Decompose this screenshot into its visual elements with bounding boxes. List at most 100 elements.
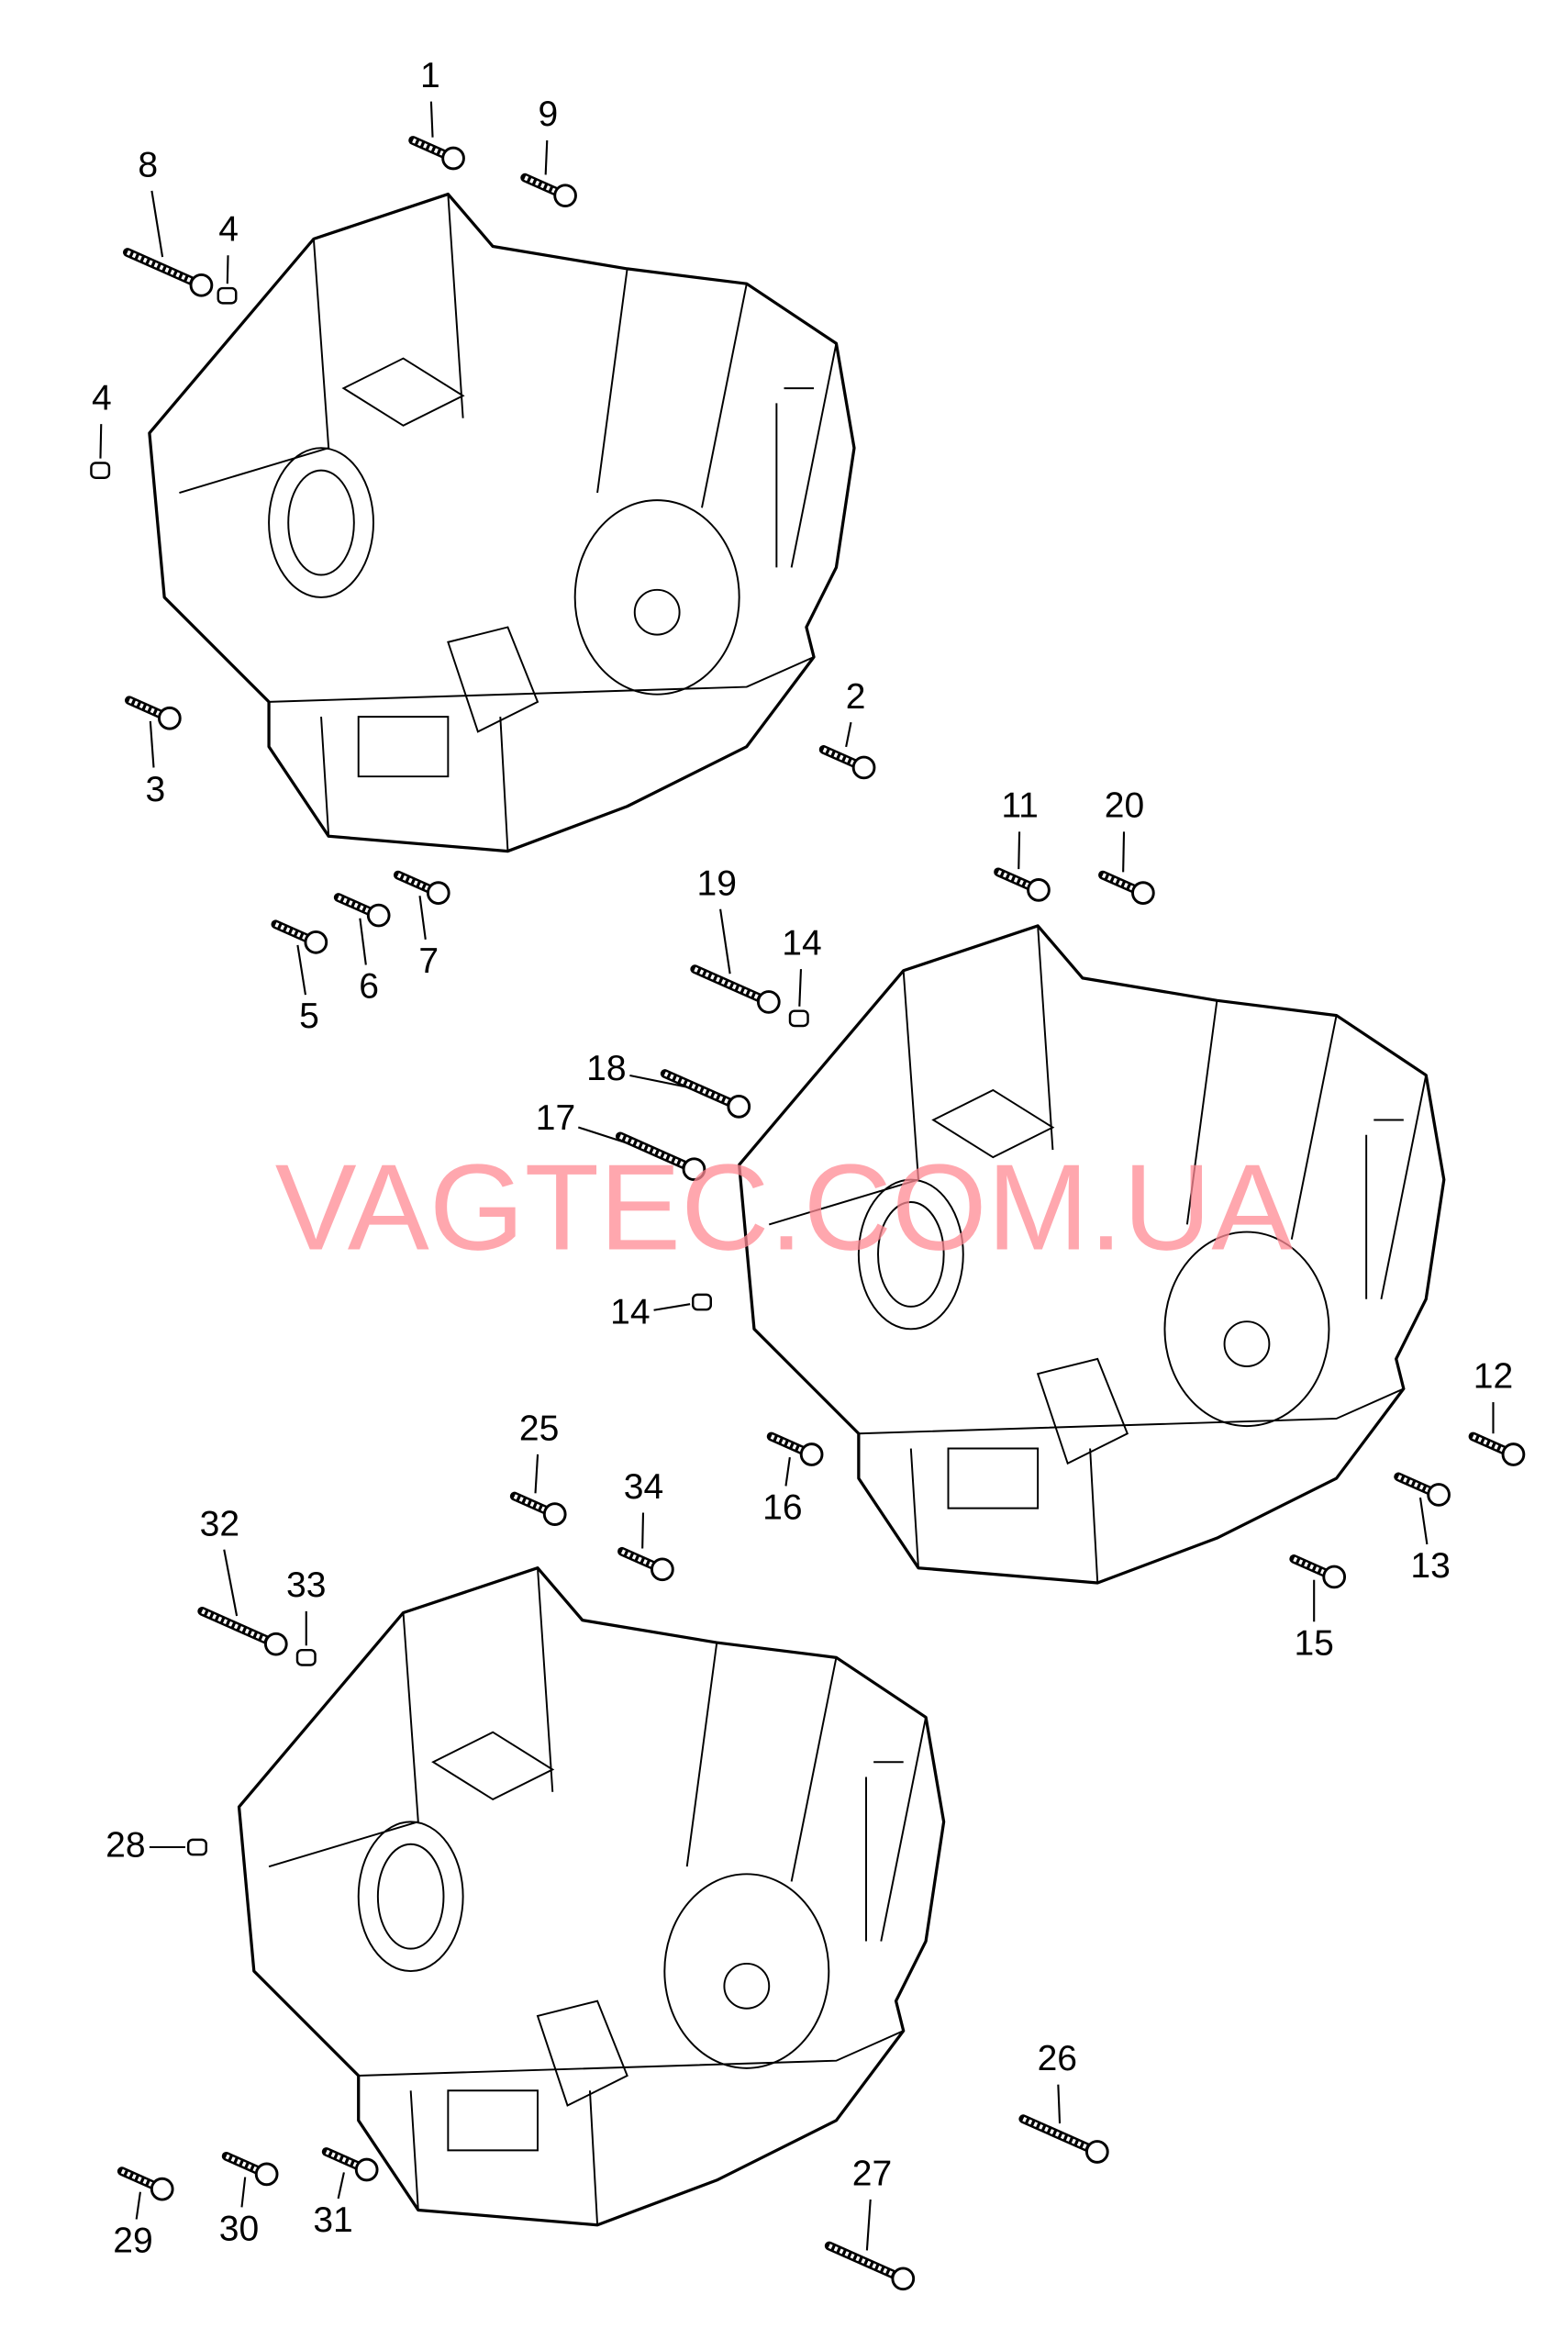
callout-28: 28 [106, 1825, 207, 1865]
leader-line [798, 969, 803, 1007]
sleeve-icon [295, 1648, 317, 1666]
part-number-label: 5 [299, 997, 319, 1036]
callout-30: 30 [219, 2151, 279, 2249]
part-number-label: 2 [846, 677, 866, 717]
leader-line [149, 720, 155, 768]
bolt-head-icon [727, 1094, 751, 1119]
callout-2: 2 [818, 677, 876, 780]
callout-34: 34 [617, 1467, 674, 1582]
sleeve-icon [692, 1293, 712, 1311]
callout-6: 6 [333, 893, 391, 1007]
callout-7: 7 [393, 870, 450, 981]
leader-line [1122, 831, 1126, 873]
leader-line [135, 2191, 141, 2220]
sleeve-icon [186, 1838, 207, 1856]
bolt-thread-icon [618, 1134, 695, 1172]
watermark: VAGTEC.COM.UA [275, 1140, 1294, 1276]
part-number-label: 31 [313, 2200, 352, 2240]
part-number-label: 13 [1410, 1546, 1450, 1586]
part-number-label: 29 [113, 2222, 152, 2261]
sleeve-icon [788, 1009, 809, 1028]
leader-line [845, 721, 852, 748]
part-number-label: 14 [610, 1292, 650, 1331]
leader-line [1057, 2084, 1062, 2124]
bolt-head-icon [441, 146, 465, 171]
leader-line [544, 139, 549, 175]
bolt-head-icon [891, 2267, 916, 2291]
part-number-label: 1 [420, 56, 440, 95]
part-number-label: 11 [1001, 786, 1039, 826]
leader-line [429, 101, 434, 138]
callout-33: 33 [286, 1565, 326, 1666]
callout-4: 4 [90, 378, 112, 479]
part-number-label: 20 [1105, 786, 1144, 826]
leader-line [641, 1512, 645, 1549]
part-number-label: 34 [624, 1467, 663, 1507]
part-number-label: 16 [762, 1488, 802, 1528]
bolt-head-icon [366, 903, 391, 928]
callout-14: 14 [782, 923, 822, 1028]
part-number-label: 33 [286, 1565, 326, 1605]
bolt-head-icon [150, 2177, 174, 2201]
callout-4: 4 [217, 210, 239, 305]
leader-line [653, 1303, 691, 1311]
callout-1: 1 [408, 56, 465, 171]
bolt-head-icon [189, 273, 214, 297]
bolt-thread-icon [126, 250, 203, 288]
callout-8: 8 [123, 146, 214, 297]
callout-20: 20 [1098, 786, 1155, 905]
bolt-head-icon [1084, 2140, 1109, 2164]
leader-line [359, 918, 367, 965]
part-number-label: 28 [106, 1825, 145, 1865]
bolt-thread-icon [1022, 2116, 1098, 2155]
bolt-head-icon [682, 1157, 706, 1182]
bolt-head-icon [1027, 878, 1051, 902]
callout-31: 31 [313, 2147, 379, 2240]
callout-18: 18 [586, 1049, 751, 1119]
part-number-label: 4 [218, 210, 239, 250]
callout-11: 11 [994, 786, 1051, 902]
bolt-thread-icon [694, 966, 770, 1005]
leader-line [784, 1456, 791, 1487]
part-number-label: 25 [519, 1409, 559, 1448]
part-number-label: 14 [782, 923, 821, 963]
bolt-head-icon [254, 2162, 279, 2187]
leader-line [534, 1454, 539, 1494]
callout-9: 9 [520, 95, 577, 208]
callout-26: 26 [1018, 2039, 1109, 2164]
part-number-label: 17 [536, 1098, 575, 1138]
leader-line [865, 2199, 872, 2251]
callout-32: 32 [197, 1504, 288, 1656]
leader-line [629, 1074, 691, 1089]
bolt-thread-icon [663, 1071, 740, 1109]
leader-line [719, 908, 731, 975]
leader-line [1018, 831, 1021, 870]
part-number-label: 3 [146, 770, 166, 809]
callout-29: 29 [113, 2166, 174, 2261]
leader-line [337, 2172, 345, 2200]
leader-line [296, 944, 306, 996]
transmission-top [148, 192, 856, 853]
bolt-head-icon [1501, 1442, 1526, 1466]
bolt-thread-icon [828, 2244, 905, 2281]
bolt-head-icon [756, 990, 781, 1014]
leader-line [150, 190, 164, 258]
part-number-label: 19 [697, 863, 737, 903]
bolt-head-icon [799, 1442, 824, 1466]
callout-13: 13 [1394, 1472, 1451, 1586]
part-number-label: 6 [359, 967, 379, 1007]
sleeve-icon [90, 462, 111, 479]
bolt-thread-icon [201, 1609, 277, 1646]
bolt-head-icon [426, 881, 450, 905]
callout-14: 14 [610, 1292, 712, 1331]
part-number-label: 32 [200, 1504, 239, 1543]
callout-12: 12 [1468, 1356, 1526, 1466]
callout-19: 19 [690, 863, 781, 1014]
part-number-label: 9 [539, 95, 559, 134]
callout-5: 5 [271, 919, 328, 1036]
bolt-head-icon [553, 184, 577, 208]
bolt-head-icon [1427, 1483, 1451, 1507]
part-number-label: 12 [1473, 1356, 1513, 1396]
